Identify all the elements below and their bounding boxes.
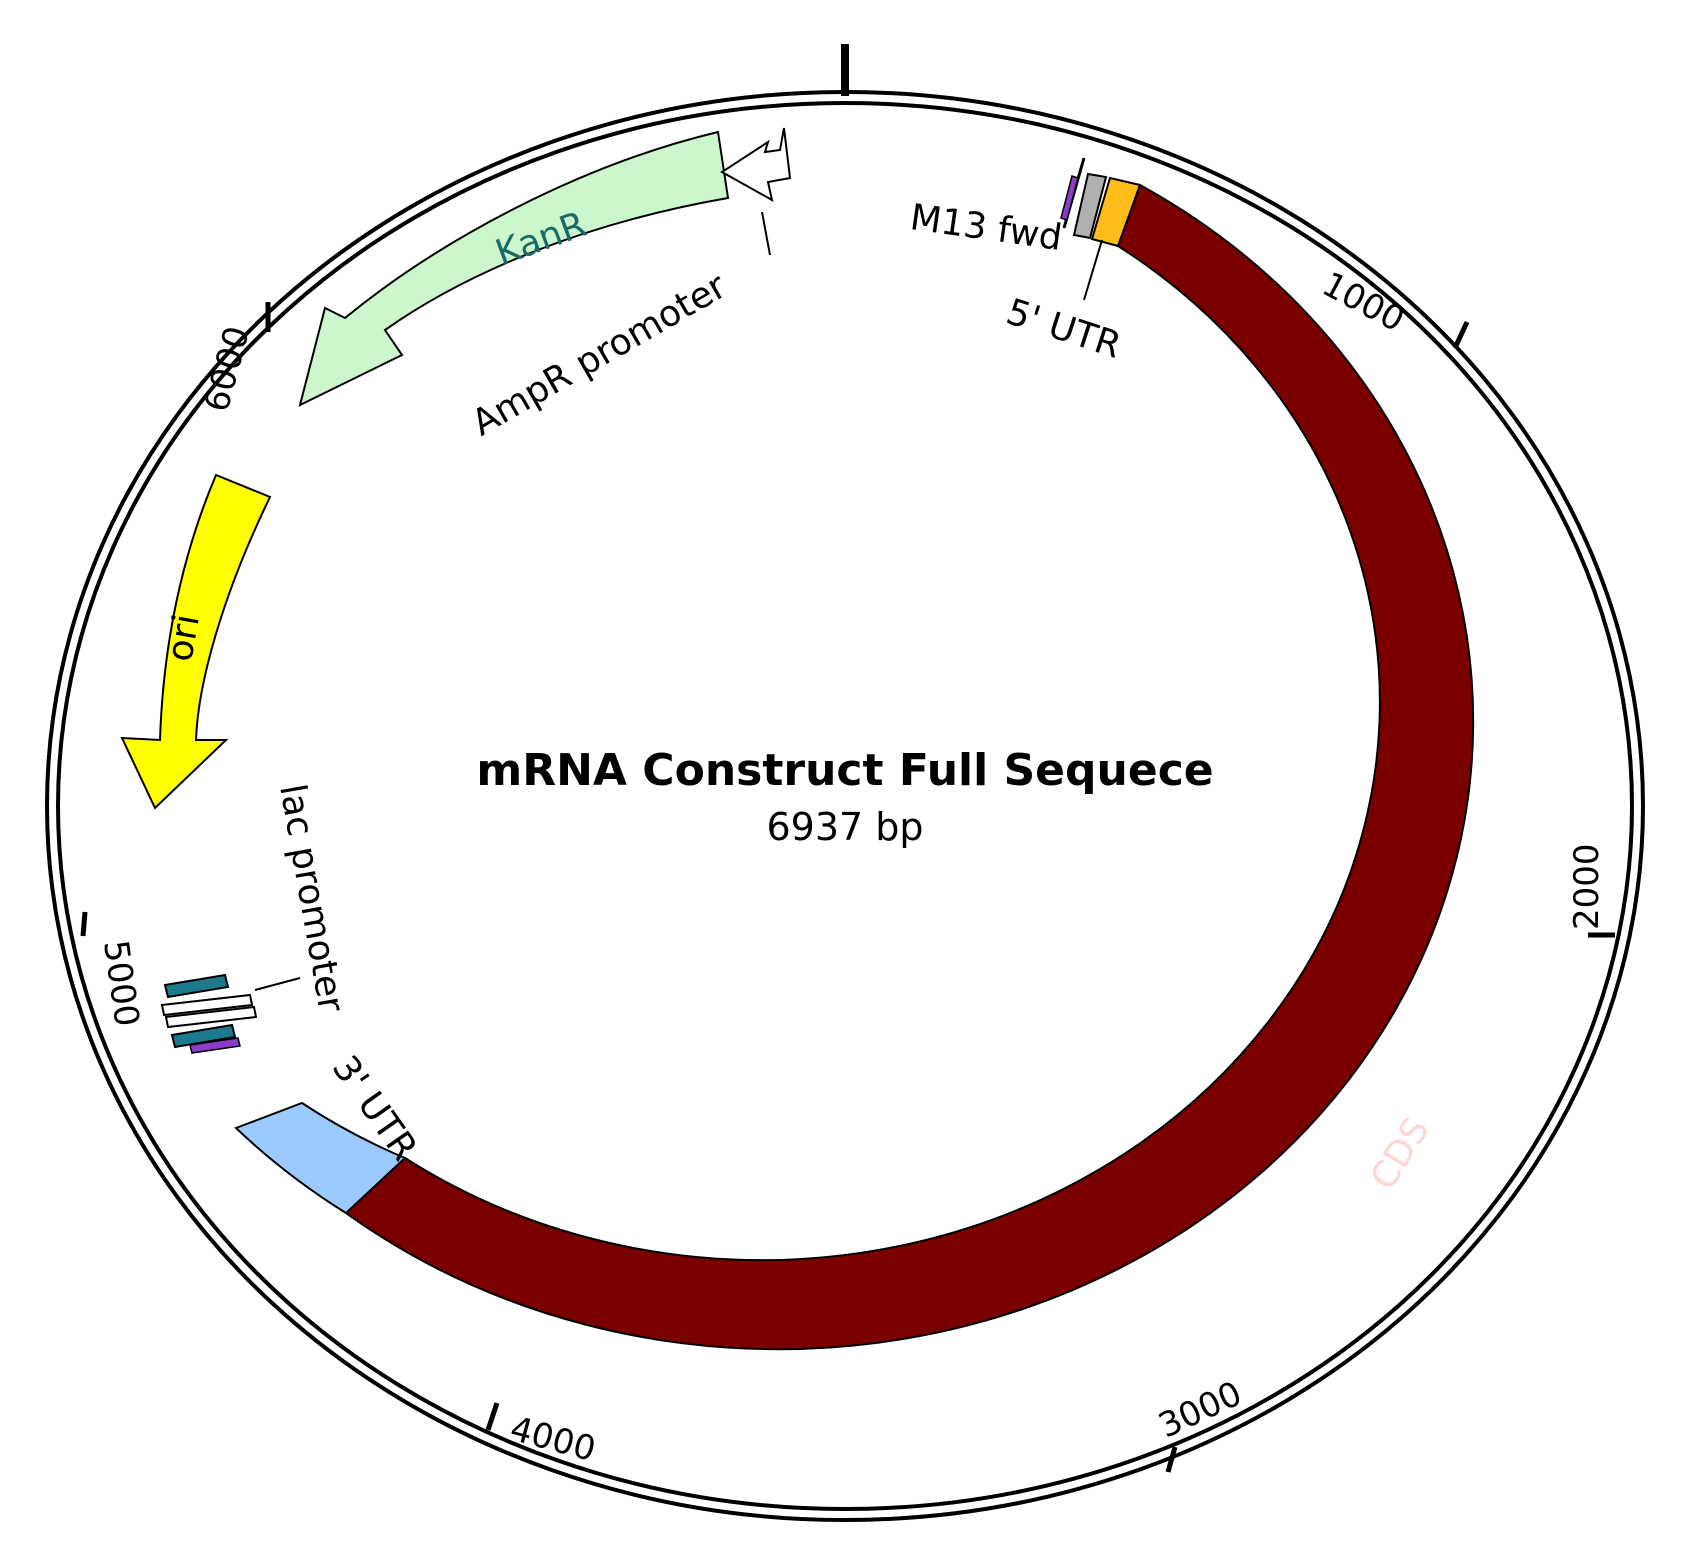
tick-mark-4000 (485, 1402, 500, 1431)
tick-label-2000: 2000 (1567, 843, 1607, 930)
tick-mark-5000 (80, 911, 88, 937)
cds-label: CDS (1363, 1111, 1438, 1197)
m13-fwd-label: M13 fwd (908, 197, 1065, 259)
map-title: mRNA Construct Full Sequece (476, 745, 1213, 796)
tick-mark-1000 (1452, 320, 1470, 350)
ori-label: ori (159, 611, 208, 664)
backbone-inner-ring (56, 101, 1634, 1511)
tick-label-6000: 6000 (197, 322, 258, 416)
five-utr-label: 5' UTR (1001, 291, 1126, 366)
tick-label-5000: 5000 (95, 938, 147, 1029)
tick-mark-3000 (1165, 1446, 1178, 1473)
ampr-promoter-label: AmpR promoter (465, 266, 733, 445)
lac-promoter-label: lac promoter (271, 781, 351, 1015)
five-utr-leader (1083, 239, 1103, 301)
five-utr-feature (1090, 176, 1142, 248)
map-length: 6937 bp (766, 805, 923, 849)
three-utr-feature (234, 1101, 407, 1215)
m13-fwd-primer (1060, 157, 1086, 229)
ampr-promoter-feature (720, 127, 792, 202)
lac-promoter-leader (254, 977, 301, 991)
kanr-feature (298, 130, 730, 407)
ori-feature (120, 473, 272, 810)
ampr-promoter-leader (761, 211, 771, 256)
cds-feature (344, 183, 1475, 1351)
small-feature-grey (1072, 172, 1108, 240)
lac-promoter-feature (160, 973, 258, 1054)
